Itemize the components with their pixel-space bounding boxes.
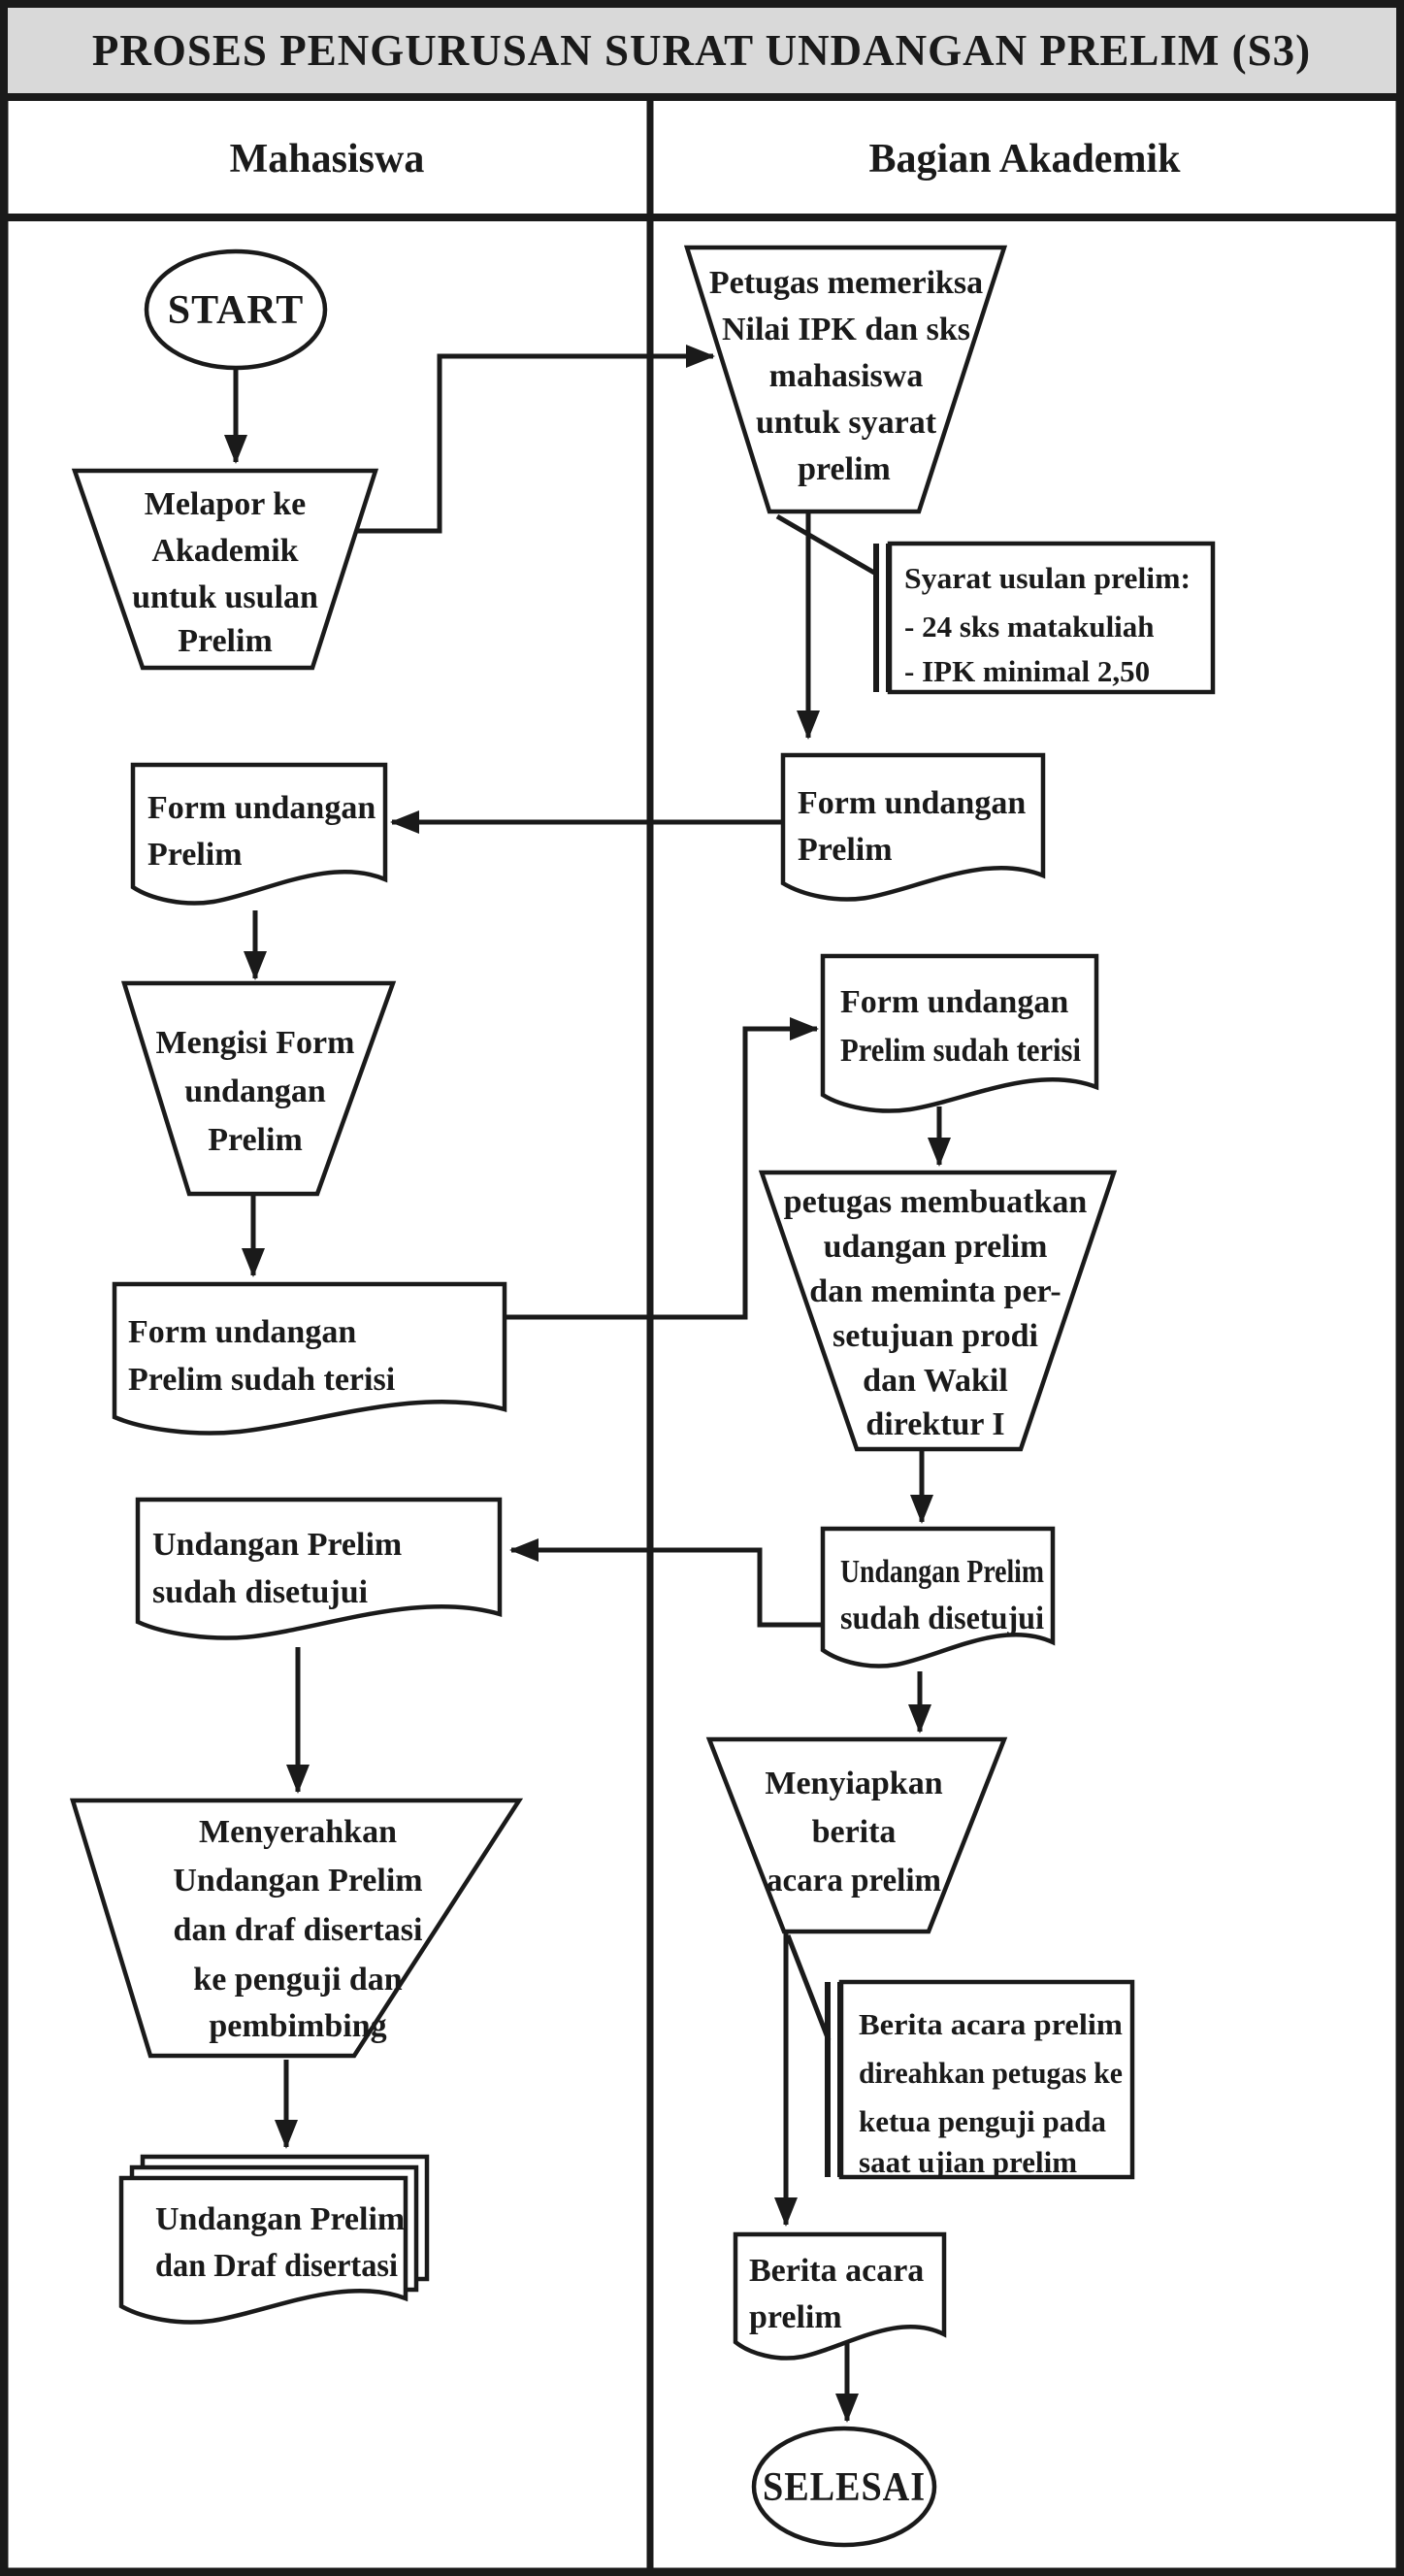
title-bar [0, 0, 1404, 101]
menyiapkan-trapezoid [705, 1736, 1008, 1934]
melapor-trapezoid [71, 468, 379, 671]
petugas-memeriksa-trapezoid [683, 245, 1008, 514]
form-undangan-doc-akademik [780, 752, 1046, 902]
form-undangan-mahasiswa-label: Form undangan Prelim [147, 790, 375, 873]
connector-disetujui-akademik-to-mahasiswa-arrow [509, 1538, 823, 1628]
svg-text:Berita acara: Berita acara [749, 2253, 924, 2289]
undangan-draf-label: Undangan Prelim dan Draf disertasi [155, 2201, 405, 2284]
svg-text:sudah disetujui: sudah disetujui [840, 1601, 1044, 1636]
svg-text:Form undangan: Form undangan [840, 984, 1068, 1020]
form-terisi-mahasiswa-label: Form undangan Prelim sudah terisi [128, 1314, 395, 1398]
form-terisi-doc-mahasiswa [112, 1281, 507, 1436]
connector-melapor-to-petugas-arrow [356, 345, 715, 534]
berita-note-label: Berita acara prelim direahkan petugas ke… [859, 2007, 1123, 2179]
svg-text:Prelim: Prelim [147, 837, 243, 873]
undangan-disetujui-akademik-label: Undangan Prelim sudah disetujui [840, 1554, 1044, 1636]
syarat-note-label: Syarat usulan prelim: - 24 sks matakulia… [904, 561, 1191, 688]
svg-text:pembimbing: pembimbing [209, 2008, 386, 2044]
svg-text:- 24 sks matakuliah: - 24 sks matakuliah [904, 610, 1155, 644]
svg-text:untuk usulan: untuk usulan [132, 579, 318, 615]
svg-text:Prelim sudah terisi: Prelim sudah terisi [128, 1362, 395, 1398]
form-terisi-doc-akademik [820, 953, 1099, 1113]
svg-text:Undangan Prelim: Undangan Prelim [152, 1527, 402, 1563]
svg-text:untuk syarat: untuk syarat [756, 405, 937, 441]
svg-text:dan draf disertasi: dan draf disertasi [174, 1912, 423, 1948]
svg-text:Prelim: Prelim [178, 623, 273, 659]
connector-menyiapkan-to-berita-note [785, 1934, 832, 2041]
melapor-label: Melapor ke Akademik untuk usulan Prelim [132, 486, 318, 659]
undangan-draf-multidoc [118, 2154, 430, 2325]
svg-text:dan Wakil: dan Wakil [863, 1363, 1008, 1399]
svg-text:Petugas memeriksa: Petugas memeriksa [709, 265, 983, 301]
selesai-terminator [751, 2426, 937, 2548]
svg-text:mahasiswa: mahasiswa [769, 358, 924, 394]
svg-text:Prelim sudah terisi: Prelim sudah terisi [840, 1033, 1081, 1069]
svg-text:prelim: prelim [798, 451, 891, 487]
form-undangan-doc-mahasiswa [130, 762, 388, 906]
menyerahkan-label: Menyerahkan Undangan Prelim dan draf dis… [173, 1814, 422, 2044]
berita-note-box [838, 1979, 1135, 2180]
svg-text:Form undangan: Form undangan [128, 1314, 356, 1350]
svg-text:acara prelim: acara prelim [767, 1863, 941, 1899]
undangan-disetujui-mahasiswa-label: Undangan Prelim sudah disetujui [152, 1527, 402, 1610]
svg-text:Menyerahkan: Menyerahkan [199, 1814, 397, 1850]
svg-text:Form undangan: Form undangan [147, 790, 375, 826]
svg-text:Undangan Prelim: Undangan Prelim [173, 1863, 422, 1899]
svg-text:udangan prelim: udangan prelim [824, 1229, 1048, 1265]
undangan-disetujui-doc-akademik [820, 1526, 1056, 1668]
petugas-memeriksa-label: Petugas memeriksa Nilai IPK dan sks maha… [709, 265, 983, 487]
berita-acara-doc [733, 2231, 947, 2361]
multidoc-sheet-front [118, 2175, 408, 2325]
menyiapkan-label: Menyiapkan berita acara prelim [765, 1766, 942, 1899]
svg-text:Undangan Prelim: Undangan Prelim [155, 2201, 405, 2237]
berita-acara-label: Berita acara prelim [749, 2253, 924, 2335]
connector-terisi-mahasiswa-to-akademik-arrow [505, 1017, 819, 1320]
form-terisi-akademik-label: Form undangan Prelim sudah terisi [840, 984, 1081, 1069]
svg-text:berita: berita [812, 1814, 897, 1850]
svg-text:Akademik: Akademik [151, 533, 298, 569]
form-undangan-akademik-label: Form undangan Prelim [798, 785, 1026, 868]
svg-text:undangan: undangan [184, 1073, 326, 1109]
column-header-bagian-akademik: Bagian Akademik [869, 137, 1182, 182]
svg-text:direktur I: direktur I [865, 1406, 1004, 1442]
svg-text:dan Draf disertasi: dan Draf disertasi [155, 2248, 398, 2284]
svg-text:setujuan prodi: setujuan prodi [833, 1318, 1038, 1354]
svg-text:Menyiapkan: Menyiapkan [765, 1766, 942, 1801]
svg-text:prelim: prelim [749, 2299, 842, 2335]
undangan-disetujui-doc-mahasiswa [135, 1497, 503, 1640]
svg-text:ke penguji dan: ke penguji dan [193, 1962, 402, 1998]
svg-text:Mengisi Form: Mengisi Form [156, 1025, 355, 1061]
svg-text:sudah disetujui: sudah disetujui [152, 1574, 368, 1610]
svg-text:direahkan petugas ke: direahkan petugas ke [859, 2056, 1123, 2090]
svg-text:Undangan Prelim: Undangan Prelim [840, 1554, 1044, 1590]
start-label: START [168, 288, 304, 333]
svg-text:Melapor ke: Melapor ke [145, 486, 307, 522]
svg-text:- IPK minimal 2,50: - IPK minimal 2,50 [904, 654, 1150, 688]
menyerahkan-trapezoid [69, 1798, 524, 2059]
selesai-label: SELESAI [763, 2465, 926, 2510]
svg-text:Prelim: Prelim [208, 1122, 303, 1158]
syarat-note-box [887, 541, 1216, 695]
page-title: PROSES PENGURUSAN SURAT UNDANGAN PRELIM … [92, 26, 1311, 75]
connector-petugas-to-syarat-note [775, 513, 876, 576]
svg-text:Form undangan: Form undangan [798, 785, 1026, 821]
column-header-mahasiswa: Mahasiswa [230, 137, 425, 182]
mengisi-form-trapezoid [120, 980, 397, 1197]
start-terminator [144, 248, 328, 371]
svg-text:Prelim: Prelim [798, 832, 893, 868]
svg-text:Berita acara prelim: Berita acara prelim [859, 2007, 1123, 2041]
svg-text:petugas membuatkan: petugas membuatkan [784, 1184, 1088, 1220]
svg-text:saat ujian prelim: saat ujian prelim [859, 2145, 1077, 2179]
petugas-membuatkan-label: petugas membuatkan udangan prelim dan me… [784, 1184, 1088, 1442]
mengisi-form-label: Mengisi Form undangan Prelim [156, 1025, 355, 1158]
svg-text:Nilai IPK dan sks: Nilai IPK dan sks [722, 312, 970, 347]
svg-text:ketua penguji pada: ketua penguji pada [859, 2104, 1106, 2138]
svg-text:Syarat usulan prelim:: Syarat usulan prelim: [904, 561, 1191, 595]
svg-text:dan meminta per-: dan meminta per- [809, 1273, 1061, 1309]
petugas-membuatkan-trapezoid [758, 1170, 1118, 1452]
